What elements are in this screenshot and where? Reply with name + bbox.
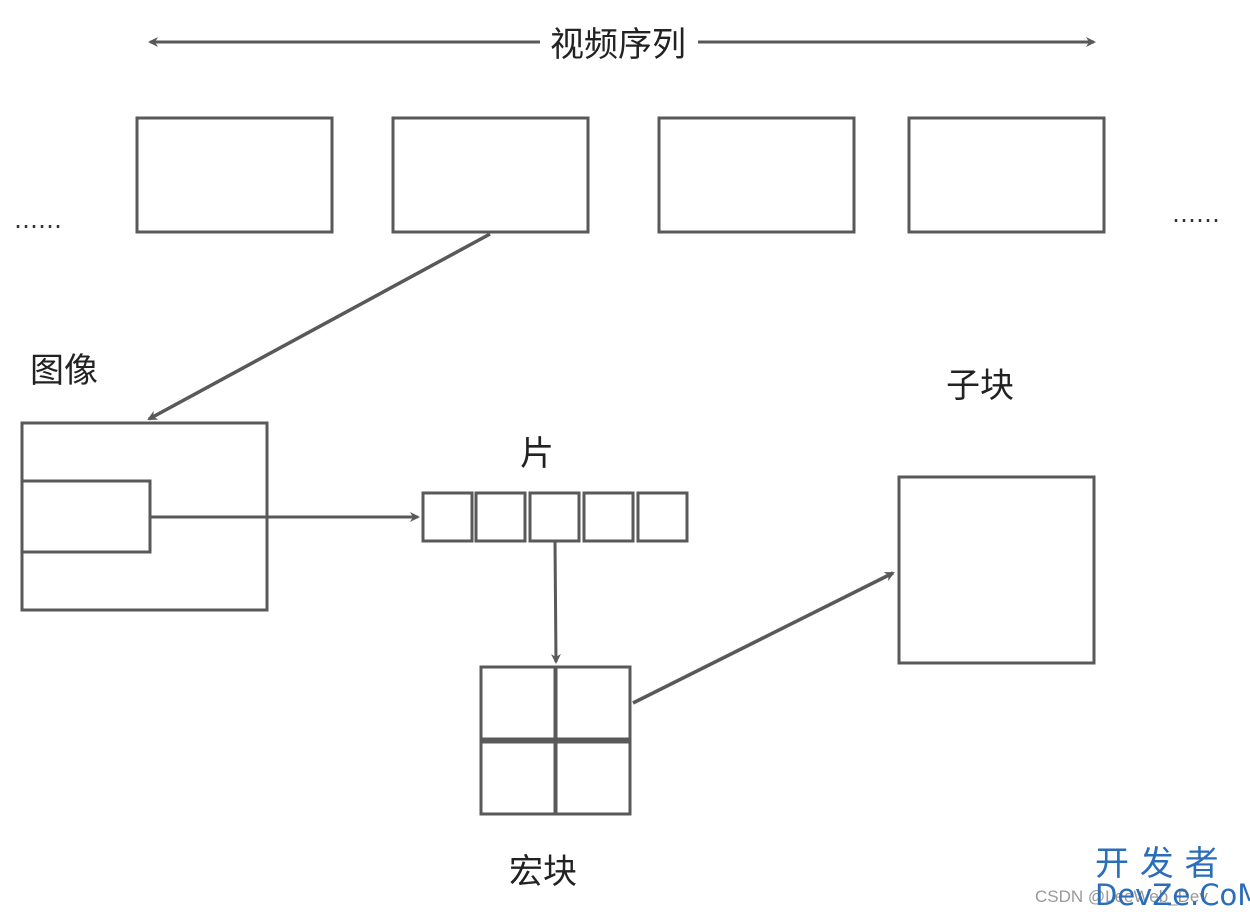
slice-macroblock-3	[528, 491, 581, 543]
image-label: 图像	[30, 351, 98, 391]
slice-macroblock-1	[421, 491, 474, 543]
watermark-site-cn: 开 发 者	[1095, 844, 1219, 884]
slice-macroblock-2	[474, 491, 527, 543]
macroblock-label: 宏块	[509, 852, 577, 892]
sequence-frame-2	[391, 116, 590, 234]
watermark-credit: CSDN @LeeWeb_Dev	[1035, 887, 1208, 906]
watermark-site-en: DevZe.CoM	[1095, 878, 1250, 912]
ellipsis-right: ……	[1172, 200, 1220, 228]
ellipsis-left: ……	[14, 206, 62, 234]
sequence-frame-1	[135, 116, 334, 234]
slice-label: 片	[520, 434, 554, 474]
macroblock-cell-bottom-left	[479, 740, 557, 816]
sequence-frame-3	[657, 116, 856, 234]
slice-macroblock-4	[582, 491, 635, 543]
macroblock-cell-top-right	[554, 665, 632, 741]
macroblock-cell-bottom-right	[554, 740, 632, 816]
sequence-frame-4	[907, 116, 1106, 234]
slice-to-macroblock-arrow	[550, 540, 561, 664]
subblock-box	[897, 475, 1096, 665]
frame-to-image-arrow	[147, 232, 491, 421]
sequence-label: 视频序列	[550, 25, 686, 65]
slice-macroblock-5	[636, 491, 689, 543]
macroblock-cell-top-left	[479, 665, 557, 741]
macroblock-to-subblock-arrow	[632, 571, 895, 705]
image-slice-region	[20, 479, 152, 554]
subblock-label: 子块	[946, 366, 1014, 406]
